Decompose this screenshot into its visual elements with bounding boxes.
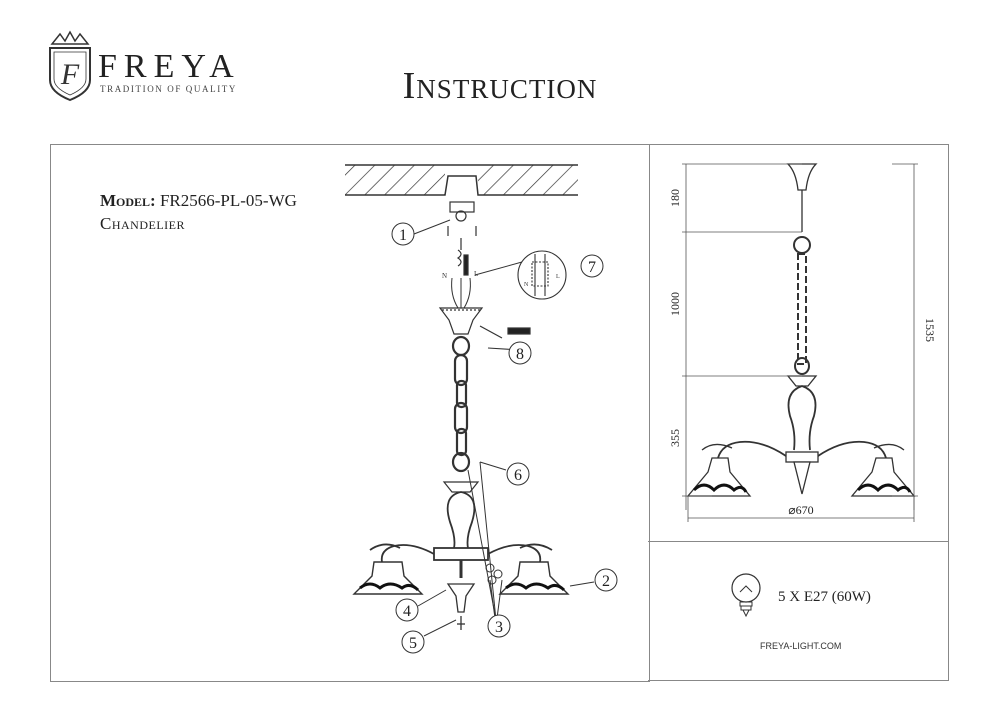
wire-l-label: L [474, 270, 478, 278]
callout-2: 2 [594, 568, 618, 592]
callout-5: 5 [401, 630, 425, 654]
brand-logo-crest: F [49, 30, 91, 102]
spec-panel [648, 540, 949, 681]
model-line: Model: FR2566-PL-05-WG [100, 191, 297, 211]
canopy [438, 307, 531, 339]
dim-diameter: ⌀670 [788, 503, 813, 517]
callout-7: 7 [580, 254, 604, 278]
svg-text:2: 2 [602, 573, 610, 590]
dim-lines [682, 163, 918, 522]
svg-text:5: 5 [409, 635, 417, 652]
bulb-icon [731, 573, 761, 618]
document-title: Instruction [402, 65, 598, 107]
dim-chain: 1000 [668, 292, 682, 316]
callout-8: 8 [508, 341, 532, 365]
svg-text:N: N [524, 282, 529, 288]
website-url[interactable]: FREYA-LIGHT.COM [760, 641, 842, 651]
dim-chandelier [686, 163, 916, 497]
chain [451, 335, 471, 473]
svg-text:L: L [556, 274, 560, 280]
logo-letter: F [60, 58, 80, 91]
assembly-panel [50, 144, 650, 682]
callout-6: 6 [506, 462, 530, 486]
lamp-shade-right [498, 561, 570, 595]
svg-text:4: 4 [403, 603, 411, 620]
product-type: Chandelier [100, 214, 185, 233]
dim-canopy: 180 [668, 189, 682, 207]
svg-text:6: 6 [514, 467, 522, 484]
brand-tagline: TRADITION OF QUALITY [100, 84, 237, 94]
callout-3: 3 [487, 614, 511, 638]
wiring-detail: N L [517, 250, 567, 300]
lamp-shade-left [352, 561, 424, 595]
svg-text:8: 8 [516, 346, 524, 363]
assembly-diagram: N L N L [345, 164, 618, 654]
svg-text:1: 1 [399, 227, 407, 244]
bulb-spec: 5 X E27 (60W) [778, 589, 871, 605]
svg-text:3: 3 [495, 619, 503, 636]
wire-n-label: N [442, 272, 447, 280]
dimensions-panel [648, 144, 949, 542]
model-label: Model: [100, 191, 156, 210]
wires: N L [442, 261, 523, 309]
dim-body: 355 [668, 429, 682, 447]
ceiling [345, 164, 578, 196]
callout-4: 4 [395, 598, 419, 622]
brand-name: FREYA [98, 48, 241, 85]
dimensions-diagram: 180 1000 355 1535 ⌀670 [668, 163, 937, 522]
dim-total: 1535 [923, 318, 937, 342]
bottom-finial [446, 583, 476, 630]
model-code: FR2566-PL-05-WG [159, 191, 297, 210]
callout-leaders [413, 219, 595, 637]
callout-1: 1 [391, 222, 415, 246]
chandelier-body [369, 481, 553, 578]
mounting-bracket [447, 201, 477, 276]
svg-text:7: 7 [588, 259, 596, 276]
